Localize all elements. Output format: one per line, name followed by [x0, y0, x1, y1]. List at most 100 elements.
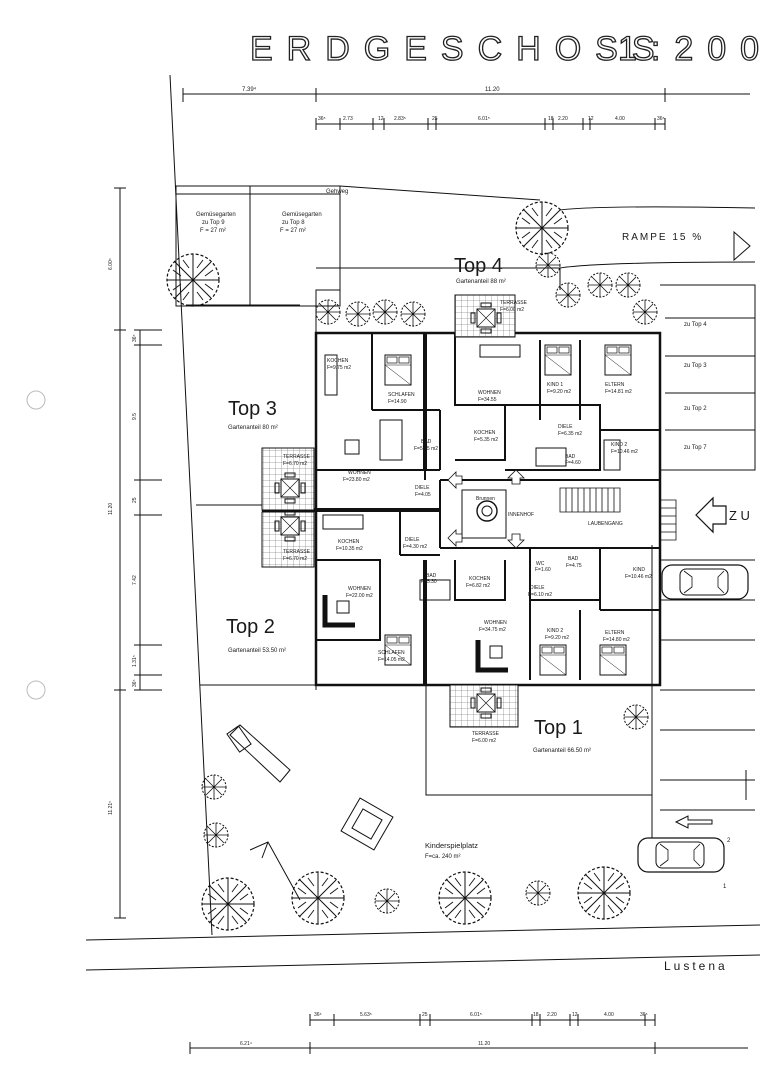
dim-seg: 2.20 [558, 116, 568, 122]
room-name: KIND 1 [547, 382, 563, 388]
room-area: F=14.80 m2 [603, 637, 630, 643]
room-name: WOHNEN [348, 586, 371, 592]
playground-equipment [226, 724, 394, 901]
shrub-icon [400, 301, 426, 327]
plan-scale: 1:200 [618, 30, 763, 68]
shrub-icon [632, 299, 658, 325]
dim-seg: 4.00 [615, 116, 625, 122]
room-area: F=6.00 m2 [472, 738, 496, 744]
punch-hole [26, 680, 46, 700]
room-area: F=4.75 [566, 563, 582, 569]
room-name: SCHLAFEN [388, 392, 415, 398]
shrub-icon [623, 704, 649, 730]
parking-mark-2: 2 [727, 838, 731, 844]
room-name: KIND 2 [547, 628, 563, 634]
dim-left-g: 36⁵ [132, 679, 138, 687]
dim-seg: 6.01⁵ [470, 1012, 482, 1018]
parked-car [661, 564, 749, 600]
dim-left-d: 25 [132, 497, 138, 503]
room-name: KOCHEN [469, 576, 491, 582]
tree-icon [201, 877, 255, 931]
bed-icon [539, 644, 567, 676]
room-name: BAD [568, 556, 579, 562]
playground-label: Kinderspielplatz [425, 841, 478, 850]
shrub-icon [535, 252, 561, 278]
room-area: F=10.35 m2 [336, 546, 363, 552]
shrub-icon [372, 299, 398, 325]
room-name: WC [536, 561, 545, 567]
bottom-dimension-chain: 36⁵ 5.63⁵ 25 6.01⁵ 18 2.20 12 4.00 36⁵ 6… [189, 1012, 748, 1054]
dim-left-h: 11.21⁵ [108, 801, 114, 815]
garden-9-name: Gemüsegarten [196, 212, 236, 218]
room-name: BAD [565, 454, 576, 460]
room-area: F=10.46 m2 [625, 574, 652, 580]
fountain-icon [476, 500, 498, 522]
room-area: F=9.20 m2 [547, 389, 571, 395]
unit-top3-label: Top 3 [228, 398, 277, 420]
room-area: F=6.82 m2 [466, 583, 490, 589]
playground-area: F=ca. 240 m² [425, 854, 461, 860]
unit-top2-garden: Gartenanteil 53.50 m² [228, 648, 286, 654]
dim-seg: 18 [548, 116, 554, 122]
parking-label: zu Top 7 [684, 445, 707, 451]
arrow-icon [507, 469, 525, 485]
dim-left-b: 36⁵ [132, 334, 138, 342]
entrance-label: Z U [729, 508, 750, 523]
dim-seg: 36⁵ [640, 1012, 648, 1018]
dim-total-top: 11.20 [485, 87, 500, 93]
tree-icon [166, 253, 220, 307]
dim-left-total: 11.20 [108, 503, 114, 515]
room-area: F=14.05 m2 [378, 657, 405, 663]
room-name: KOCHEN [327, 358, 349, 364]
gehweg-label: Gehweg [326, 189, 348, 195]
garden-9-top: zu Top 9 [202, 220, 225, 226]
room-name: ELTERN [605, 630, 625, 636]
room-name: WOHNEN [348, 470, 371, 476]
room-name: TERRASSE [283, 549, 311, 555]
room-area: F=34.55 [478, 397, 497, 403]
room-area: F=5.35 m2 [474, 437, 498, 443]
tree-icon [291, 871, 345, 925]
arrow-icon [507, 533, 525, 549]
room-name: WOHNEN [478, 390, 501, 396]
room-area: F=4.30 m2 [403, 544, 427, 550]
shrub-icon [345, 301, 371, 327]
dim-seg: 2.20 [547, 1012, 557, 1018]
room-area: F=6.10 m2 [528, 592, 552, 598]
parking-mark-1: 1 [723, 884, 727, 890]
room-name: WOHNEN [484, 620, 507, 626]
room-name: KOCHEN [474, 430, 496, 436]
dim-left-a: 6.00⁵ [108, 258, 114, 270]
parking-label: zu Top 3 [684, 363, 707, 369]
dim-seg: 25 [432, 116, 438, 122]
dim-seg: 36⁵ [314, 1012, 322, 1018]
dim-seg: 12 [588, 116, 594, 122]
dim-seg: 4.00 [604, 1012, 614, 1018]
room-area: F=6.70 m2 [283, 556, 307, 562]
dim-seg: 6.01⁵ [478, 116, 490, 122]
room-area: F=4.05 [415, 492, 431, 498]
unit-top4-garden: Gartenanteil 88 m² [456, 279, 506, 285]
garden-8-area: F = 27 m² [280, 228, 306, 234]
shrub-icon [315, 299, 341, 325]
room-name: DIELE [558, 424, 573, 430]
room-name: TERRASSE [500, 300, 528, 306]
room-area: F=6.35 m2 [558, 431, 582, 437]
plan-title: ERDGESCHOSS [250, 30, 669, 68]
dim-seg: 2.73 [343, 116, 353, 122]
shrub-icon [615, 272, 641, 298]
entrance-arrow-icon [695, 496, 727, 534]
room-name: BAD [421, 439, 432, 445]
dim-seg: 12 [378, 116, 384, 122]
dim-seg: 2.83⁵ [394, 116, 406, 122]
bed-icon [544, 344, 572, 376]
dim-seg: 18 [533, 1012, 539, 1018]
dim-left-c: 9.5 [132, 413, 138, 420]
shrub-icon [525, 880, 551, 906]
shrub-icon [374, 888, 400, 914]
dim-seg: 12 [572, 1012, 578, 1018]
room-name: ELTERN [605, 382, 625, 388]
unit-top4-label: Top 4 [454, 255, 503, 277]
room-name: TERRASSE [472, 731, 500, 737]
